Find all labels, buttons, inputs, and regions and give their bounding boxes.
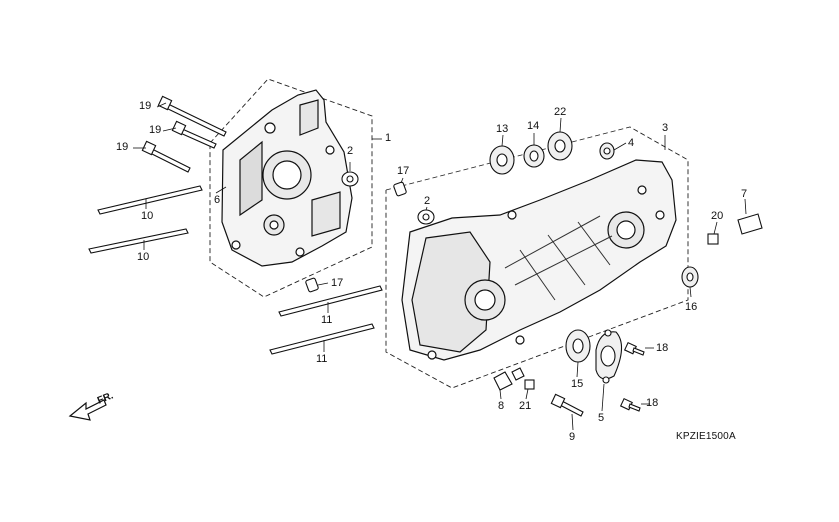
callout-14: 14: [527, 120, 540, 132]
left-crankcase-half: [221, 89, 353, 267]
callout-9: 9: [569, 431, 576, 443]
callout-11-upper: 11: [321, 314, 333, 326]
callout-18-lower: 18: [646, 397, 659, 409]
bolts-19: [141, 95, 227, 173]
callout-11-lower: 11: [316, 353, 328, 365]
callout-8: 8: [498, 400, 505, 412]
callout-15: 15: [571, 378, 584, 390]
callout-17-lower: 17: [331, 277, 344, 289]
diagram-reference-code: KPZIE1500A: [676, 431, 736, 442]
callout-17-upper: 17: [397, 165, 410, 177]
stud-bolts: [88, 185, 383, 355]
callout-19-middle: 19: [149, 124, 162, 136]
callout-2-right: 2: [424, 195, 431, 207]
callout-4: 4: [628, 137, 635, 149]
front-direction-arrow-icon: [68, 399, 107, 421]
seals-and-cover: [565, 266, 699, 384]
callout-19-upper: 19: [139, 100, 152, 112]
callout-2-left: 2: [347, 145, 354, 157]
leader-lines: [133, 102, 747, 431]
bearings: [489, 131, 615, 175]
callout-13: 13: [496, 123, 509, 135]
callout-5: 5: [598, 412, 605, 424]
callout-19-lower: 19: [116, 141, 129, 153]
right-crankcase-half: [401, 159, 677, 361]
callout-16: 16: [685, 301, 698, 313]
callout-10-lower: 10: [137, 251, 150, 263]
callout-18-upper: 18: [656, 342, 669, 354]
small-fasteners: [493, 213, 763, 417]
callout-6: 6: [214, 194, 221, 206]
group-outline-right-crankcase: [385, 126, 689, 389]
callout-21: 21: [519, 400, 532, 412]
callout-7: 7: [741, 188, 748, 200]
callout-3: 3: [662, 122, 669, 134]
callout-22: 22: [554, 106, 567, 118]
callout-1: 1: [385, 132, 392, 144]
callout-10-upper: 10: [141, 210, 154, 222]
callout-20: 20: [711, 210, 724, 222]
